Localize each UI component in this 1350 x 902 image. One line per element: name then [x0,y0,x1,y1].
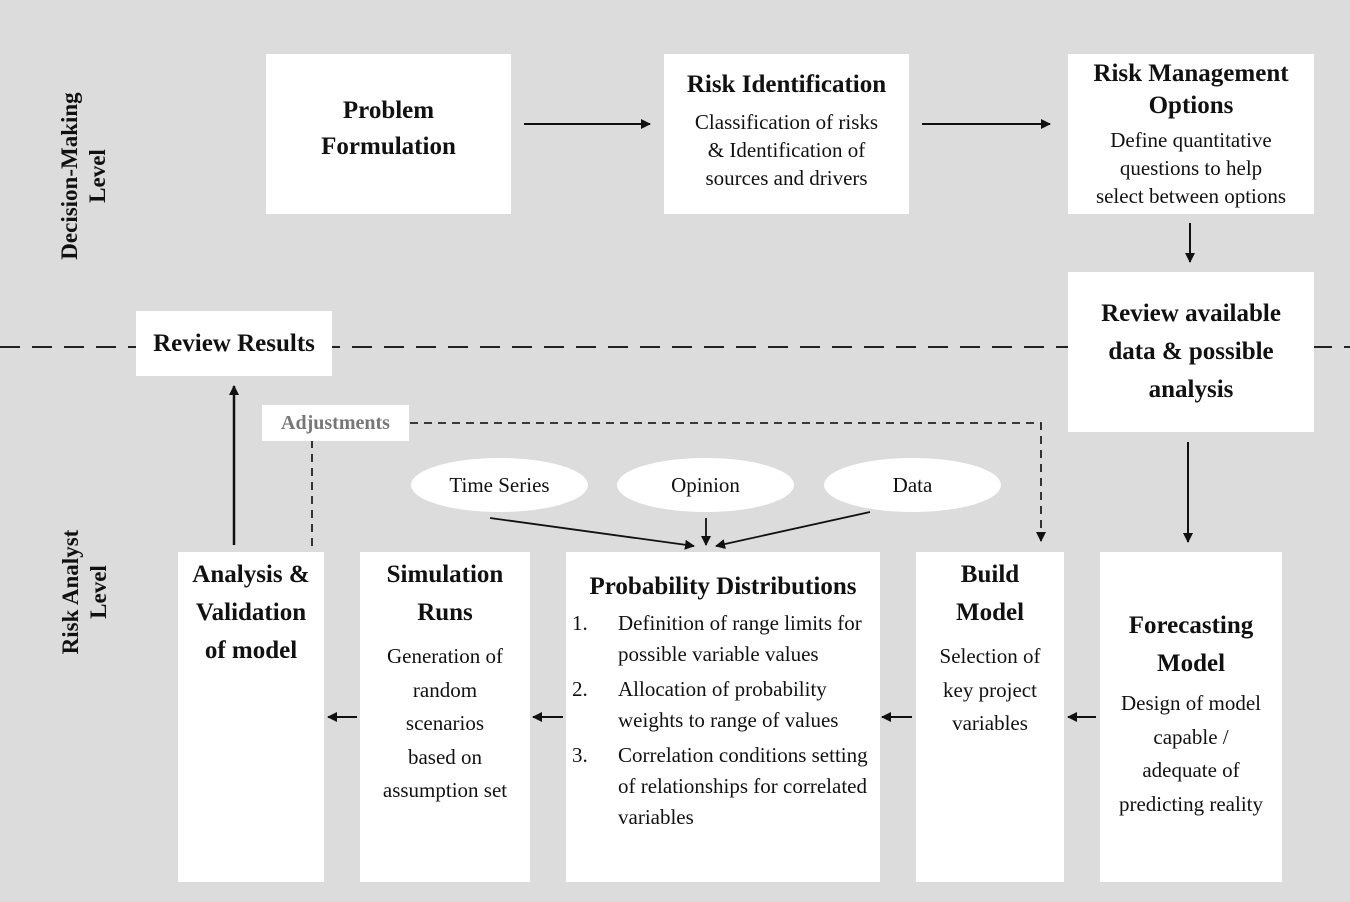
step-text: Definition of range limits for possible … [618,611,862,666]
step-text: Allocation of probability weights to ran… [618,677,839,732]
probability-distributions-title: Probability Distributions [589,573,857,600]
arrow-data-to-probability [715,511,871,549]
step-number: 2. [572,677,588,701]
analysis-validation-title: Analysis & Validation of model [192,561,310,664]
decision-making-level-label: Decision-Making Level [57,92,110,260]
forecasting-model-box: Forecasting Model Design of model capabl… [1100,552,1282,882]
probability-distributions-box: Probability Distributions 1. Definition … [566,552,880,882]
data-input: Data [824,458,1001,512]
adjustments-to-build-line [410,422,1046,542]
arrow-time-series-to-probability [489,517,695,550]
risk-management-options-box: Risk Management Options Define quantitat… [1068,54,1314,214]
simulation-runs-description: Generation of random scenarios based on … [382,644,508,802]
build-model-title: Build Model [955,561,1025,626]
build-model-description: Selection of key project variables [939,644,1041,735]
risk-identification-title: Risk Identification [686,71,887,98]
review-results-title: Review Results [153,329,315,357]
simulation-runs-title: Simulation Runs [386,561,504,626]
risk-management-options-title: Risk Management Options [1093,60,1289,119]
forecasting-model-title: Forecasting Model [1128,612,1254,677]
review-available-data-title: Review available data & possible analysi… [1101,300,1281,403]
review-available-data-box: Review available data & possible analysi… [1068,272,1314,432]
probability-step-1: 1. Definition of range limits for possib… [566,608,880,670]
risk-identification-description: Classification of risks & Identification… [694,110,879,190]
analysis-validation-box: Analysis & Validation of model [178,552,324,882]
build-model-box: Build Model Selection of key project var… [916,552,1064,882]
step-number: 1. [572,611,588,635]
probability-distributions-steps: 1. Definition of range limits for possib… [566,608,880,837]
risk-management-options-description: Define quantitative questions to help se… [1095,128,1287,208]
time-series-input: Time Series [411,458,588,512]
forecasting-model-description: Design of model capable / adequate of pr… [1118,691,1264,816]
step-text: Correlation conditions setting of relati… [618,743,868,829]
problem-formulation-box: Problem Formulation [266,54,511,214]
opinion-input: Opinion [617,458,794,512]
problem-formulation-title: Problem Formulation [321,97,456,160]
step-number: 3. [572,743,588,767]
probability-step-3: 3. Correlation conditions setting of rel… [566,740,880,833]
simulation-runs-box: Simulation Runs Generation of random sce… [360,552,530,882]
risk-identification-box: Risk Identification Classification of ri… [664,54,909,214]
adjustments-label: Adjustments [262,405,409,441]
review-results-box: Review Results [136,311,332,376]
probability-step-2: 2. Allocation of probability weights to … [566,674,880,736]
risk-analyst-level-label: Risk Analyst Level [58,529,111,655]
